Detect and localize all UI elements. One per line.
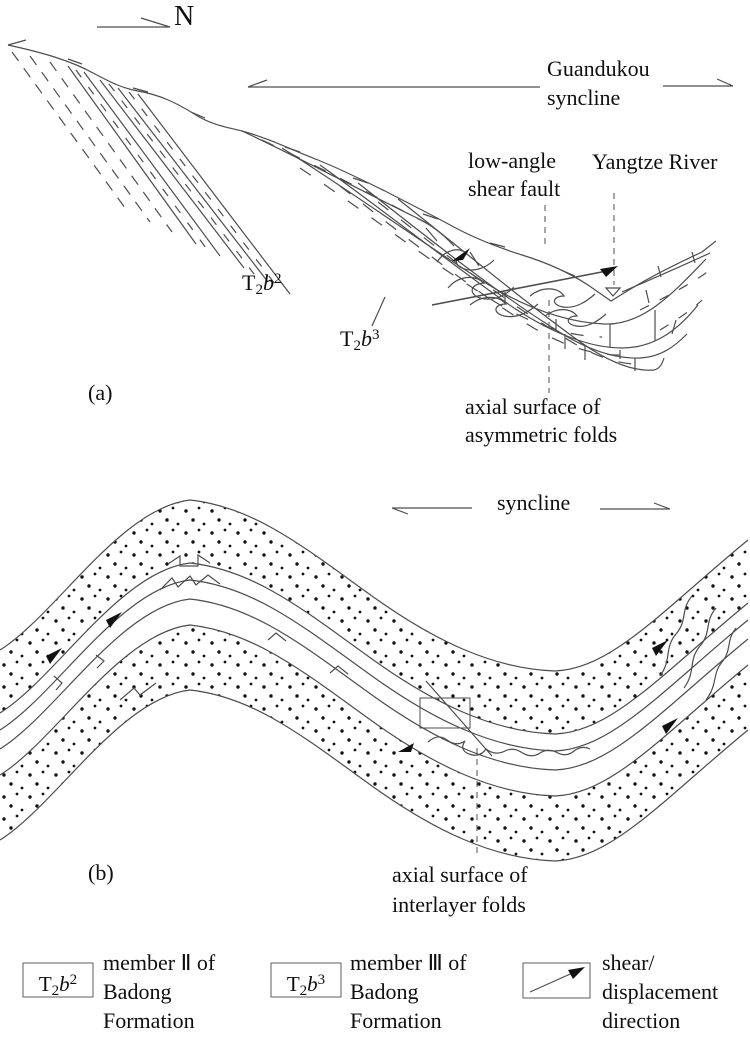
unit-t2b3-label: T2b3 xyxy=(340,326,380,354)
legend-symbol-t2b2: T2b2 xyxy=(38,972,78,999)
legend-box-t2b2 xyxy=(22,962,94,998)
axial-label-b-line1: axial surface of xyxy=(392,862,528,887)
legend-desc-shear: shear/ displacement direction xyxy=(602,948,718,1035)
panel-a-tag: (a) xyxy=(88,380,113,405)
detail-box xyxy=(419,697,471,729)
panel-b-tag: (b) xyxy=(88,860,114,885)
legend-art xyxy=(22,962,591,999)
legend-line: member Ⅲ of xyxy=(350,950,467,975)
legend-line: Badong xyxy=(103,979,172,1004)
river-label: Yangtze River xyxy=(592,149,718,174)
syncline-label-b: syncline xyxy=(497,490,571,515)
panel-a-art xyxy=(7,17,734,393)
panel-b-art xyxy=(0,499,749,862)
legend-desc-t2b2: member Ⅱ of Badong Formation xyxy=(103,948,215,1035)
syncline-span-arrows-a xyxy=(247,78,734,88)
north-label: N xyxy=(174,1,195,32)
syncline-span-arrows-b xyxy=(391,502,671,515)
axial-label-b-line2: interlayer folds xyxy=(392,892,526,917)
shear-arrow-icon xyxy=(452,248,470,261)
legend-line: Badong xyxy=(350,979,419,1004)
interlayer-folds xyxy=(427,736,591,757)
legend-desc-t2b3: member Ⅲ of Badong Formation xyxy=(350,948,467,1035)
shear-arrow-icons-b xyxy=(46,612,678,752)
legend-box-t2b3 xyxy=(270,962,342,998)
legend-line: Formation xyxy=(103,1008,195,1033)
low-angle-shear-fault-line xyxy=(431,269,613,306)
fault-label-line1: low-angle xyxy=(468,148,556,173)
unit-t2b2-label: T2b2 xyxy=(242,270,282,298)
legend-line: Formation xyxy=(350,1008,442,1033)
legend-line: direction xyxy=(602,1008,681,1033)
legend-box-arrow xyxy=(522,962,591,999)
shear-arrow-icon xyxy=(529,970,578,993)
syncline-word-label-a: syncline xyxy=(547,85,621,110)
axial-label-a-line1: axial surface of xyxy=(465,394,601,419)
axial-surface-line-b xyxy=(425,680,493,757)
shear-arrow-icon xyxy=(600,266,618,277)
water-level-icon xyxy=(604,287,622,297)
legend-line: displacement xyxy=(602,979,719,1004)
lower-stippled-bed xyxy=(0,625,748,861)
dashed-beds xyxy=(11,51,173,233)
axial-label-a-line2: asymmetric folds xyxy=(465,422,618,447)
syncline-name-label-a: Guandukou xyxy=(547,56,650,81)
north-arrow-icon xyxy=(97,17,171,28)
upper-stippled-bed xyxy=(0,500,748,734)
legend-line: member Ⅱ of xyxy=(103,950,216,975)
legend-symbol-t2b3: T2b3 xyxy=(286,972,326,999)
fault-label-line2: shear fault xyxy=(468,176,561,201)
t2b3-leader-line xyxy=(371,296,386,327)
legend-line: shear/ xyxy=(602,950,655,975)
